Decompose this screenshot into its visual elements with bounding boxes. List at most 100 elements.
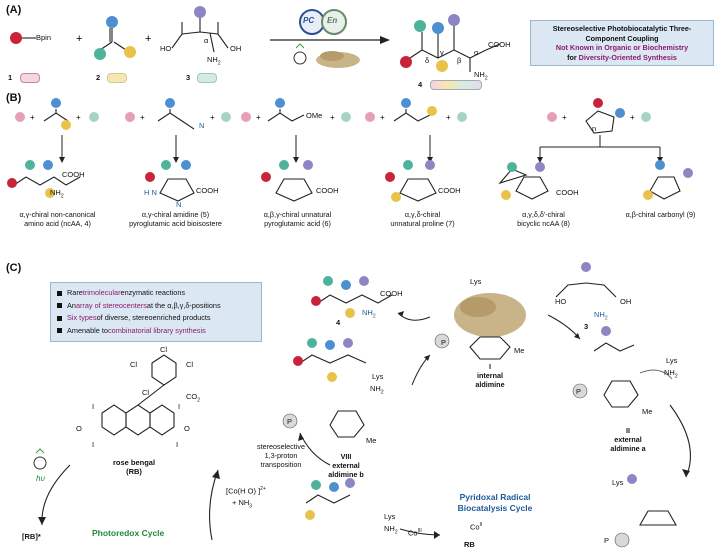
b5-ring-n: n: [592, 124, 597, 133]
panel-c-label: (C): [6, 262, 22, 274]
feature-item: Six types of diverse, stereoenriched pro…: [57, 312, 255, 325]
product-ball-teal: [414, 20, 426, 32]
product-ball-purple: [448, 14, 460, 26]
c-3-nh2: NH2: [594, 310, 608, 322]
rb-cl-4: Cl: [142, 388, 150, 397]
info-line1: Stereoselective Photobiocatalytic Three-: [552, 24, 692, 33]
rb-o-minus: O: [76, 424, 82, 433]
product-nh2: NH2: [474, 70, 488, 82]
rb-excited-label: [RB]*: [22, 532, 41, 541]
b2-nitrile-n: N: [199, 121, 205, 130]
c-product-nh2: NH2: [362, 308, 376, 320]
product-num: 4: [418, 80, 423, 89]
panel-a-label: (A): [6, 4, 22, 16]
c-right-lys: Lys: [612, 478, 624, 487]
pyridoxal-cycle-label: Pyridoxal Radical Biocatalysis Cycle: [457, 492, 533, 513]
info-line2: Component Coupling: [585, 33, 659, 43]
feature-item: Rare trimolecular enzymatic reactions: [57, 287, 255, 300]
panel-b-label: (B): [6, 92, 22, 104]
rb-i-1: I: [92, 402, 95, 411]
reagent3-oh: OH: [230, 44, 242, 53]
svg-text:+: +: [562, 113, 567, 122]
rb-co2: CO2: [186, 392, 201, 404]
c-a-lys: Lys: [666, 356, 678, 365]
reagent2-legend-pill: [107, 73, 127, 83]
feature-item: An array of stereocenters at the α,β,γ,δ…: [57, 300, 255, 313]
product-alpha: α: [474, 48, 479, 57]
ext-aldimine-b-label: VIII external aldimine b: [328, 452, 364, 479]
b2-cooh: COOH: [196, 186, 219, 195]
c-a-nh2: NH2: [664, 368, 678, 380]
svg-text:+: +: [446, 113, 451, 122]
rb-bottom-label: RB: [464, 540, 475, 549]
svg-text:+: +: [630, 113, 635, 122]
cobalt-complex-label: [Co(H O) ]2+: [226, 486, 266, 496]
product-beta: β: [457, 56, 462, 65]
info-line3: Not Known in Organic or Biochemistry: [555, 43, 689, 52]
c-b-lys: Lys: [372, 372, 384, 381]
c-right-p: P: [604, 536, 610, 545]
reagent1-bpin: Bpin: [36, 33, 52, 42]
svg-text:+: +: [30, 113, 35, 122]
b2-h2n: H N: [144, 188, 157, 197]
svg-text:+: +: [145, 33, 151, 45]
b3-cooh: COOH: [316, 186, 339, 195]
product-ball-yellow: [436, 60, 448, 72]
product-ball-blue: [432, 22, 444, 34]
reagent2-num: 2: [96, 73, 101, 82]
reagent3-ball: [194, 6, 206, 18]
rb-i-2: I: [178, 402, 181, 411]
panel-b-scheme: + + + + + + + + + +: [7, 98, 693, 202]
reagent2-ball-teal: [94, 48, 106, 60]
product-legend-pill: [430, 80, 482, 90]
reagent1-num: 1: [8, 73, 13, 82]
svg-text:+: +: [76, 33, 82, 45]
info-line4: for Diversity-Oriented Synthesis: [567, 52, 677, 62]
svg-text:+: +: [210, 113, 215, 122]
reagent2-ball-yellow: [124, 46, 136, 58]
caption-product-9: α,β-chiral carbonyl (9): [625, 210, 696, 219]
b2-ring-n: N: [176, 200, 182, 209]
rose-bengal-label: rose bengal (RB): [112, 458, 156, 476]
product-cooh: COOH: [488, 40, 511, 49]
reagent3-nh2: NH2: [207, 55, 221, 67]
light-bulb-icon: [293, 51, 307, 65]
product-delta: δ: [425, 56, 430, 65]
caption-product-5: α,γ-chiral amidine (5)pyroglutamic acid …: [129, 210, 222, 228]
c-a-p: P: [576, 387, 582, 396]
reagent1-legend-pill: [20, 73, 40, 83]
c-int-lys: Lys: [470, 277, 482, 286]
product-gamma: γ: [440, 48, 444, 57]
b1-cooh: COOH: [62, 170, 85, 179]
ext-aldimine-a-label: II external aldimine a: [610, 426, 646, 453]
c-b-p: P: [287, 417, 293, 426]
photoredox-cycle-label: Photoredox Cycle: [92, 528, 165, 538]
hv-label: hυ: [36, 474, 45, 483]
pc-label: PC: [303, 16, 315, 25]
rb-i-4: I: [176, 440, 179, 449]
reagent3-legend-pill: [197, 73, 217, 83]
rb-oxo: O: [184, 424, 190, 433]
en-label: En: [327, 16, 338, 25]
c-bottom-lys: Lys: [384, 512, 396, 521]
c-a-me: Me: [642, 407, 653, 416]
enzyme-icon: [321, 9, 347, 35]
c-product-cooh: COOH: [380, 289, 403, 298]
co-iii-label: CoIII: [408, 528, 422, 538]
c-product-num: 4: [336, 318, 341, 327]
feature-item: Amenable to combinatorial library synthe…: [57, 325, 255, 338]
b1-nh2: NH2: [50, 188, 64, 200]
c-int-p: P: [441, 338, 447, 347]
c-3-ho: HO: [555, 297, 567, 306]
rb-cl-2: Cl: [130, 360, 138, 369]
svg-text:+: +: [76, 113, 81, 122]
reagent3-alpha: α: [204, 36, 209, 45]
panel-c-scheme: [33, 262, 691, 548]
b3-ome: OMe: [306, 111, 323, 120]
internal-aldimine-label: I internal aldimine: [475, 362, 505, 389]
info-box: Stereoselective Photobiocatalytic Three-…: [530, 20, 714, 66]
reagent2-ball-blue: [106, 16, 118, 28]
